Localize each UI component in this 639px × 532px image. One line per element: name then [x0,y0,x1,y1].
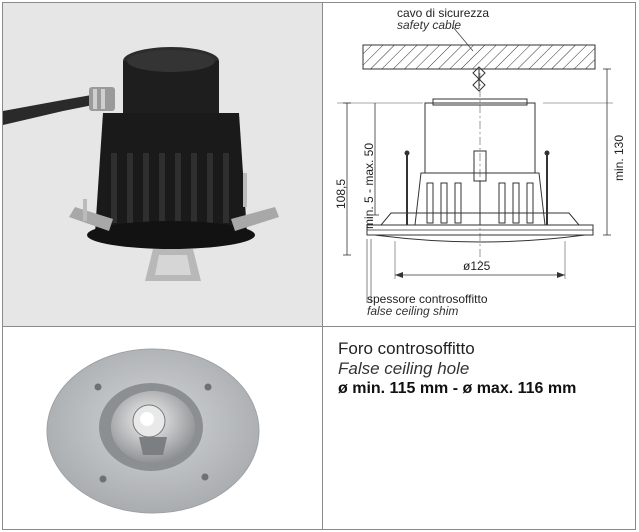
shim-label-it: spessore controsoffitto [367,292,488,306]
trim-front-view [46,348,260,514]
dimension-ceiling-range: min. 5 - max. 50 [362,142,376,229]
safety-cable-label-it: cavo di sicurezza [397,6,490,20]
safety-cable-label-en: safety cable [397,18,462,32]
product-photo-panel [2,2,322,326]
hole-info-text: Foro controsoffitto False ceiling hole ø… [338,339,576,399]
technical-drawing [337,26,613,303]
recessed-fixture-photo [3,47,279,281]
dimension-min-height: min. 130 [612,134,626,181]
technical-drawing-panel: cavo di sicurezza safety cable 108,5 min… [322,2,636,326]
hole-info-panel: Foro controsoffitto False ceiling hole ø… [322,326,636,530]
hole-dimensions: ø min. 115 mm - ø max. 116 mm [338,380,577,397]
hole-title-it: Foro controsoffitto [338,339,475,358]
hole-title-en: False ceiling hole [338,359,470,378]
shim-label-en: false ceiling shim [367,304,459,318]
dimension-diameter: ø125 [463,259,491,273]
trim-photo-panel [2,326,322,530]
dimension-overall-height: 108,5 [334,178,348,209]
